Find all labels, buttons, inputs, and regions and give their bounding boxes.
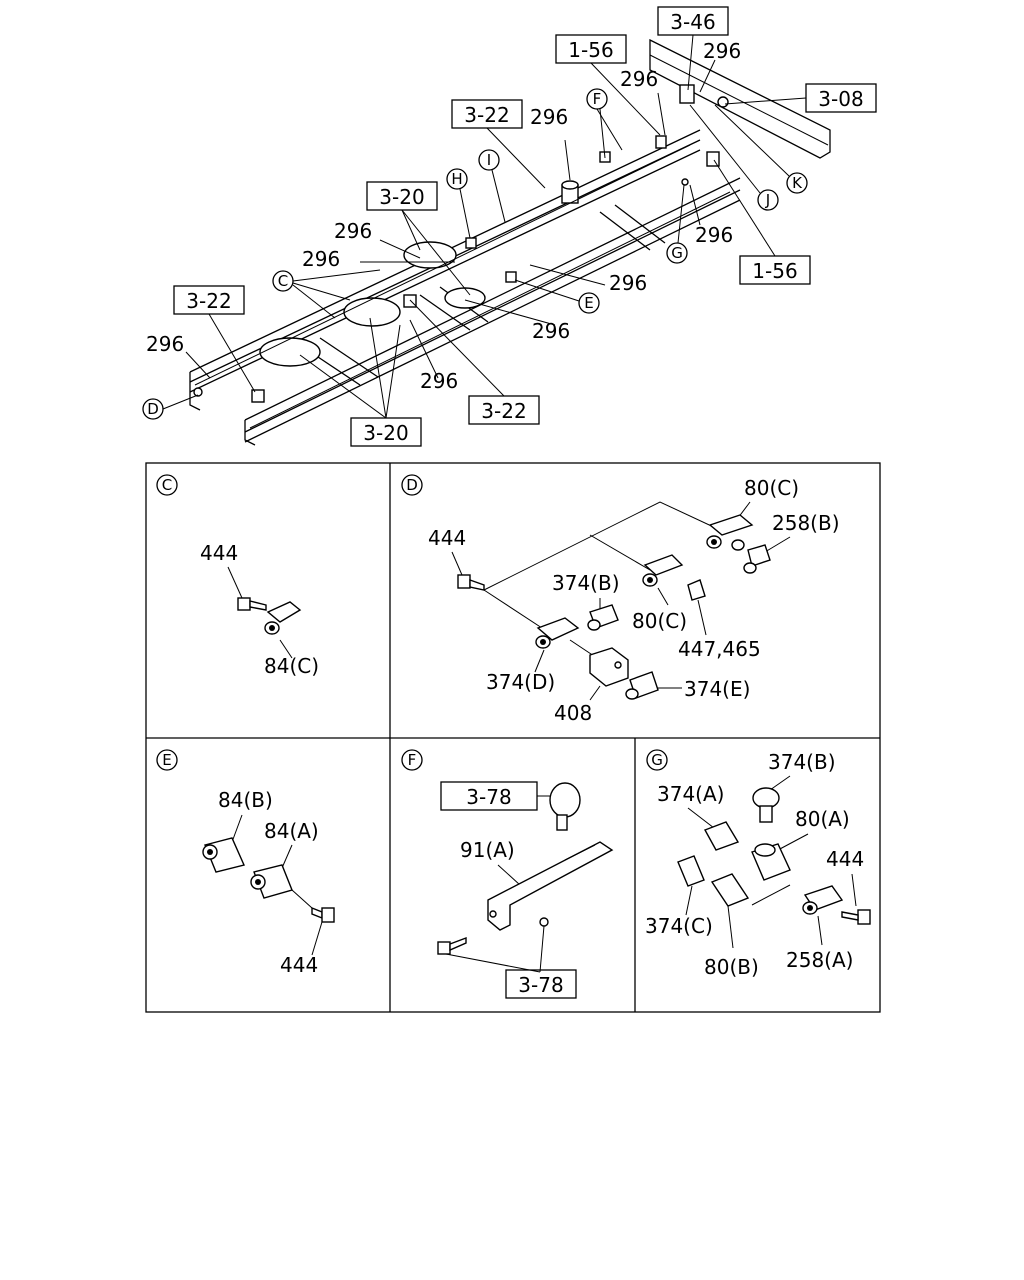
part-444: 444	[200, 541, 238, 565]
overview-references: 3-46 1-56 3-08 3-22 3-20 3-22 3-22 3-20 …	[173, 6, 877, 447]
part-84c: 84(C)	[264, 654, 319, 678]
detail-panel-e: E 84(B) 84(A) 444	[156, 749, 335, 977]
part-80c: 80(C)	[632, 609, 687, 633]
part-374c: 374(C)	[645, 914, 713, 938]
label-296: 296	[532, 319, 570, 343]
callout-c: C	[278, 272, 288, 290]
label-296: 296	[609, 271, 647, 295]
label-296: 296	[530, 105, 568, 129]
part-374a: 374(A)	[657, 782, 724, 806]
part-258b: 258(B)	[772, 511, 840, 535]
part-84a: 84(A)	[264, 819, 319, 843]
callout-d: D	[147, 400, 159, 418]
part-408: 408	[554, 701, 592, 725]
ref-3-46: 3-46	[670, 10, 715, 34]
ref-3-08: 3-08	[818, 87, 863, 111]
detail-panel-f: F 3-78 91(A) 3-78	[401, 749, 614, 999]
callout-i: I	[487, 151, 491, 169]
detail-panel-d: D 444 80(C) 258(B) 374(B) 80(C) 44	[401, 474, 840, 725]
ref-3-78-bottom: 3-78	[518, 973, 563, 997]
callout-k: K	[792, 174, 803, 192]
part-444: 444	[428, 526, 466, 550]
ref-3-22-lower: 3-22	[481, 399, 526, 423]
overview-leader-lines	[185, 34, 807, 419]
panel-f-letter: F	[408, 751, 417, 769]
ref-3-20-lower: 3-20	[363, 421, 408, 445]
part-447-465: 447,465	[678, 637, 761, 661]
label-296: 296	[695, 223, 733, 247]
ref-3-20-upper: 3-20	[379, 185, 424, 209]
label-296: 296	[146, 332, 184, 356]
label-296: 296	[334, 219, 372, 243]
callout-j: J	[765, 191, 770, 209]
callout-e: E	[584, 294, 593, 312]
panel-c-letter: C	[162, 476, 172, 494]
part-374b: 374(B)	[768, 750, 836, 774]
ref-1-56-right: 1-56	[752, 259, 797, 283]
part-84b: 84(B)	[218, 788, 273, 812]
panel-g-letter: G	[651, 751, 663, 769]
detail-panel-grid	[145, 462, 881, 1013]
part-374d: 374(D)	[486, 670, 555, 694]
label-296: 296	[703, 39, 741, 63]
part-374b: 374(B)	[552, 571, 620, 595]
callout-h: H	[451, 170, 462, 188]
label-296: 296	[420, 369, 458, 393]
detail-panel-g: G 374(B) 374(A) 80(A) 444 258(A) 374(C) …	[645, 749, 871, 979]
part-444: 444	[826, 847, 864, 871]
chassis-frame-illustration	[189, 38, 831, 446]
panel-e-letter: E	[162, 751, 171, 769]
part-80c: 80(C)	[744, 476, 799, 500]
overview-callouts: F H I C D E G J K	[142, 88, 808, 420]
part-91a: 91(A)	[460, 838, 515, 862]
ref-1-56-top: 1-56	[568, 38, 613, 62]
part-444: 444	[280, 953, 318, 977]
ref-3-22-left: 3-22	[186, 289, 231, 313]
ref-3-22-upper: 3-22	[464, 103, 509, 127]
label-296: 296	[620, 67, 658, 91]
overview-part-labels: 296 296 296 296 296 296 296 296 296 296	[146, 39, 741, 393]
part-374e: 374(E)	[684, 677, 750, 701]
part-258a: 258(A)	[786, 948, 853, 972]
ref-3-78-top: 3-78	[466, 785, 511, 809]
callout-f: F	[593, 90, 602, 108]
part-80b: 80(B)	[704, 955, 759, 979]
label-296: 296	[302, 247, 340, 271]
callout-g: G	[671, 244, 683, 262]
part-80a: 80(A)	[795, 807, 850, 831]
detail-panel-c: C 444 84(C)	[156, 474, 319, 678]
panel-d-letter: D	[406, 476, 418, 494]
